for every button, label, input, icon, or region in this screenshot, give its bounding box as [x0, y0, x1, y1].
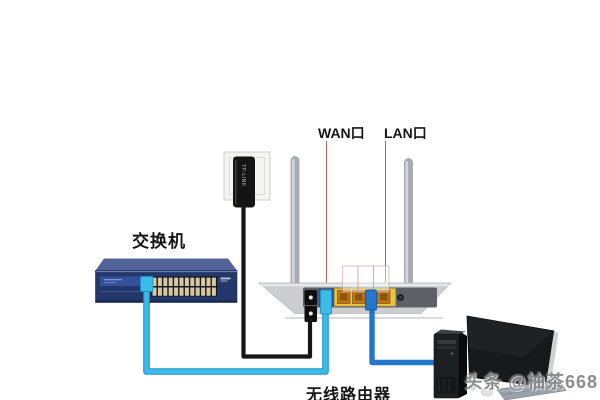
switch-top-face [95, 258, 237, 271]
router-device [258, 156, 452, 322]
router-antenna-right [404, 158, 413, 288]
highlight-box-3 [373, 265, 390, 293]
power-plug-dot-1 [308, 295, 313, 300]
lan-port-label: LAN口 [384, 125, 427, 141]
switch-device [95, 258, 238, 303]
tower-top-face [434, 329, 466, 334]
cables [140, 201, 437, 375]
switch-logo-mark [220, 277, 231, 280]
switch-logo-mark-2 [220, 280, 228, 282]
tower-power-led [450, 352, 454, 355]
tower-vent [436, 377, 457, 393]
lan-highlight-boxes [342, 265, 390, 293]
switch-panel-text-line-2 [104, 282, 116, 284]
lan-port-2-inner [355, 293, 363, 301]
watermark: 头条 @柚茶668 [464, 372, 598, 392]
power-plug-dot-2 [308, 311, 313, 316]
tower-drive-bay-2 [437, 346, 456, 349]
wall-outlet [223, 151, 271, 208]
keyboard-row-line-1 [500, 382, 562, 392]
wan-port-label: WAN口 [318, 125, 365, 141]
highlight-box-2 [357, 265, 374, 293]
wan-cable [144, 284, 328, 374]
keyboard-row-line-2 [502, 385, 564, 395]
adapter-highlight [235, 160, 237, 204]
power-cable [241, 201, 313, 359]
switch-label: 交换机 [132, 232, 186, 251]
speaker [468, 384, 477, 391]
highlight-box-1 [342, 265, 359, 293]
wall-device-brand-label: TP-LINK [240, 164, 246, 187]
router-power-button-inner [399, 296, 402, 299]
wan-port-plug [320, 289, 332, 315]
antenna-left-sheen [292, 159, 295, 285]
router-antenna-left [290, 156, 300, 288]
switch-panel-text-line-1 [104, 279, 122, 281]
lan-cable [369, 304, 437, 366]
tower-side-face [459, 331, 467, 398]
wall-network-adapter [233, 156, 255, 208]
router-label: 无线路由器 [306, 387, 392, 400]
antenna-right-sheen [405, 161, 409, 285]
switch-port-plug [140, 276, 154, 292]
monitor-screen-sheen [467, 316, 554, 357]
tower-drive-bay [437, 340, 456, 344]
lan-port-plug [365, 289, 377, 311]
switch-base-strip [95, 300, 237, 303]
lan-port-4-inner [380, 293, 388, 301]
computer [433, 315, 567, 400]
monitor-side-edge [545, 331, 559, 389]
switch-label-panel [100, 276, 149, 286]
mouse [481, 387, 493, 397]
lan-port-1-inner [340, 293, 348, 301]
